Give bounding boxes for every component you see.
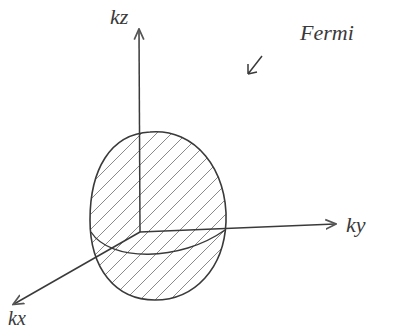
pointer-mark — [248, 56, 262, 74]
ky-axis — [140, 224, 335, 232]
equator-arc — [91, 230, 225, 254]
hatching — [60, 100, 250, 320]
callout-label: Fermi — [300, 22, 354, 44]
axis-label: kz — [110, 6, 128, 28]
kz-axis — [139, 30, 140, 232]
kx-axis — [14, 232, 140, 304]
fermi-sphere — [90, 132, 226, 300]
axis-label: kx — [8, 308, 26, 328]
axis-label: ky — [346, 214, 366, 236]
